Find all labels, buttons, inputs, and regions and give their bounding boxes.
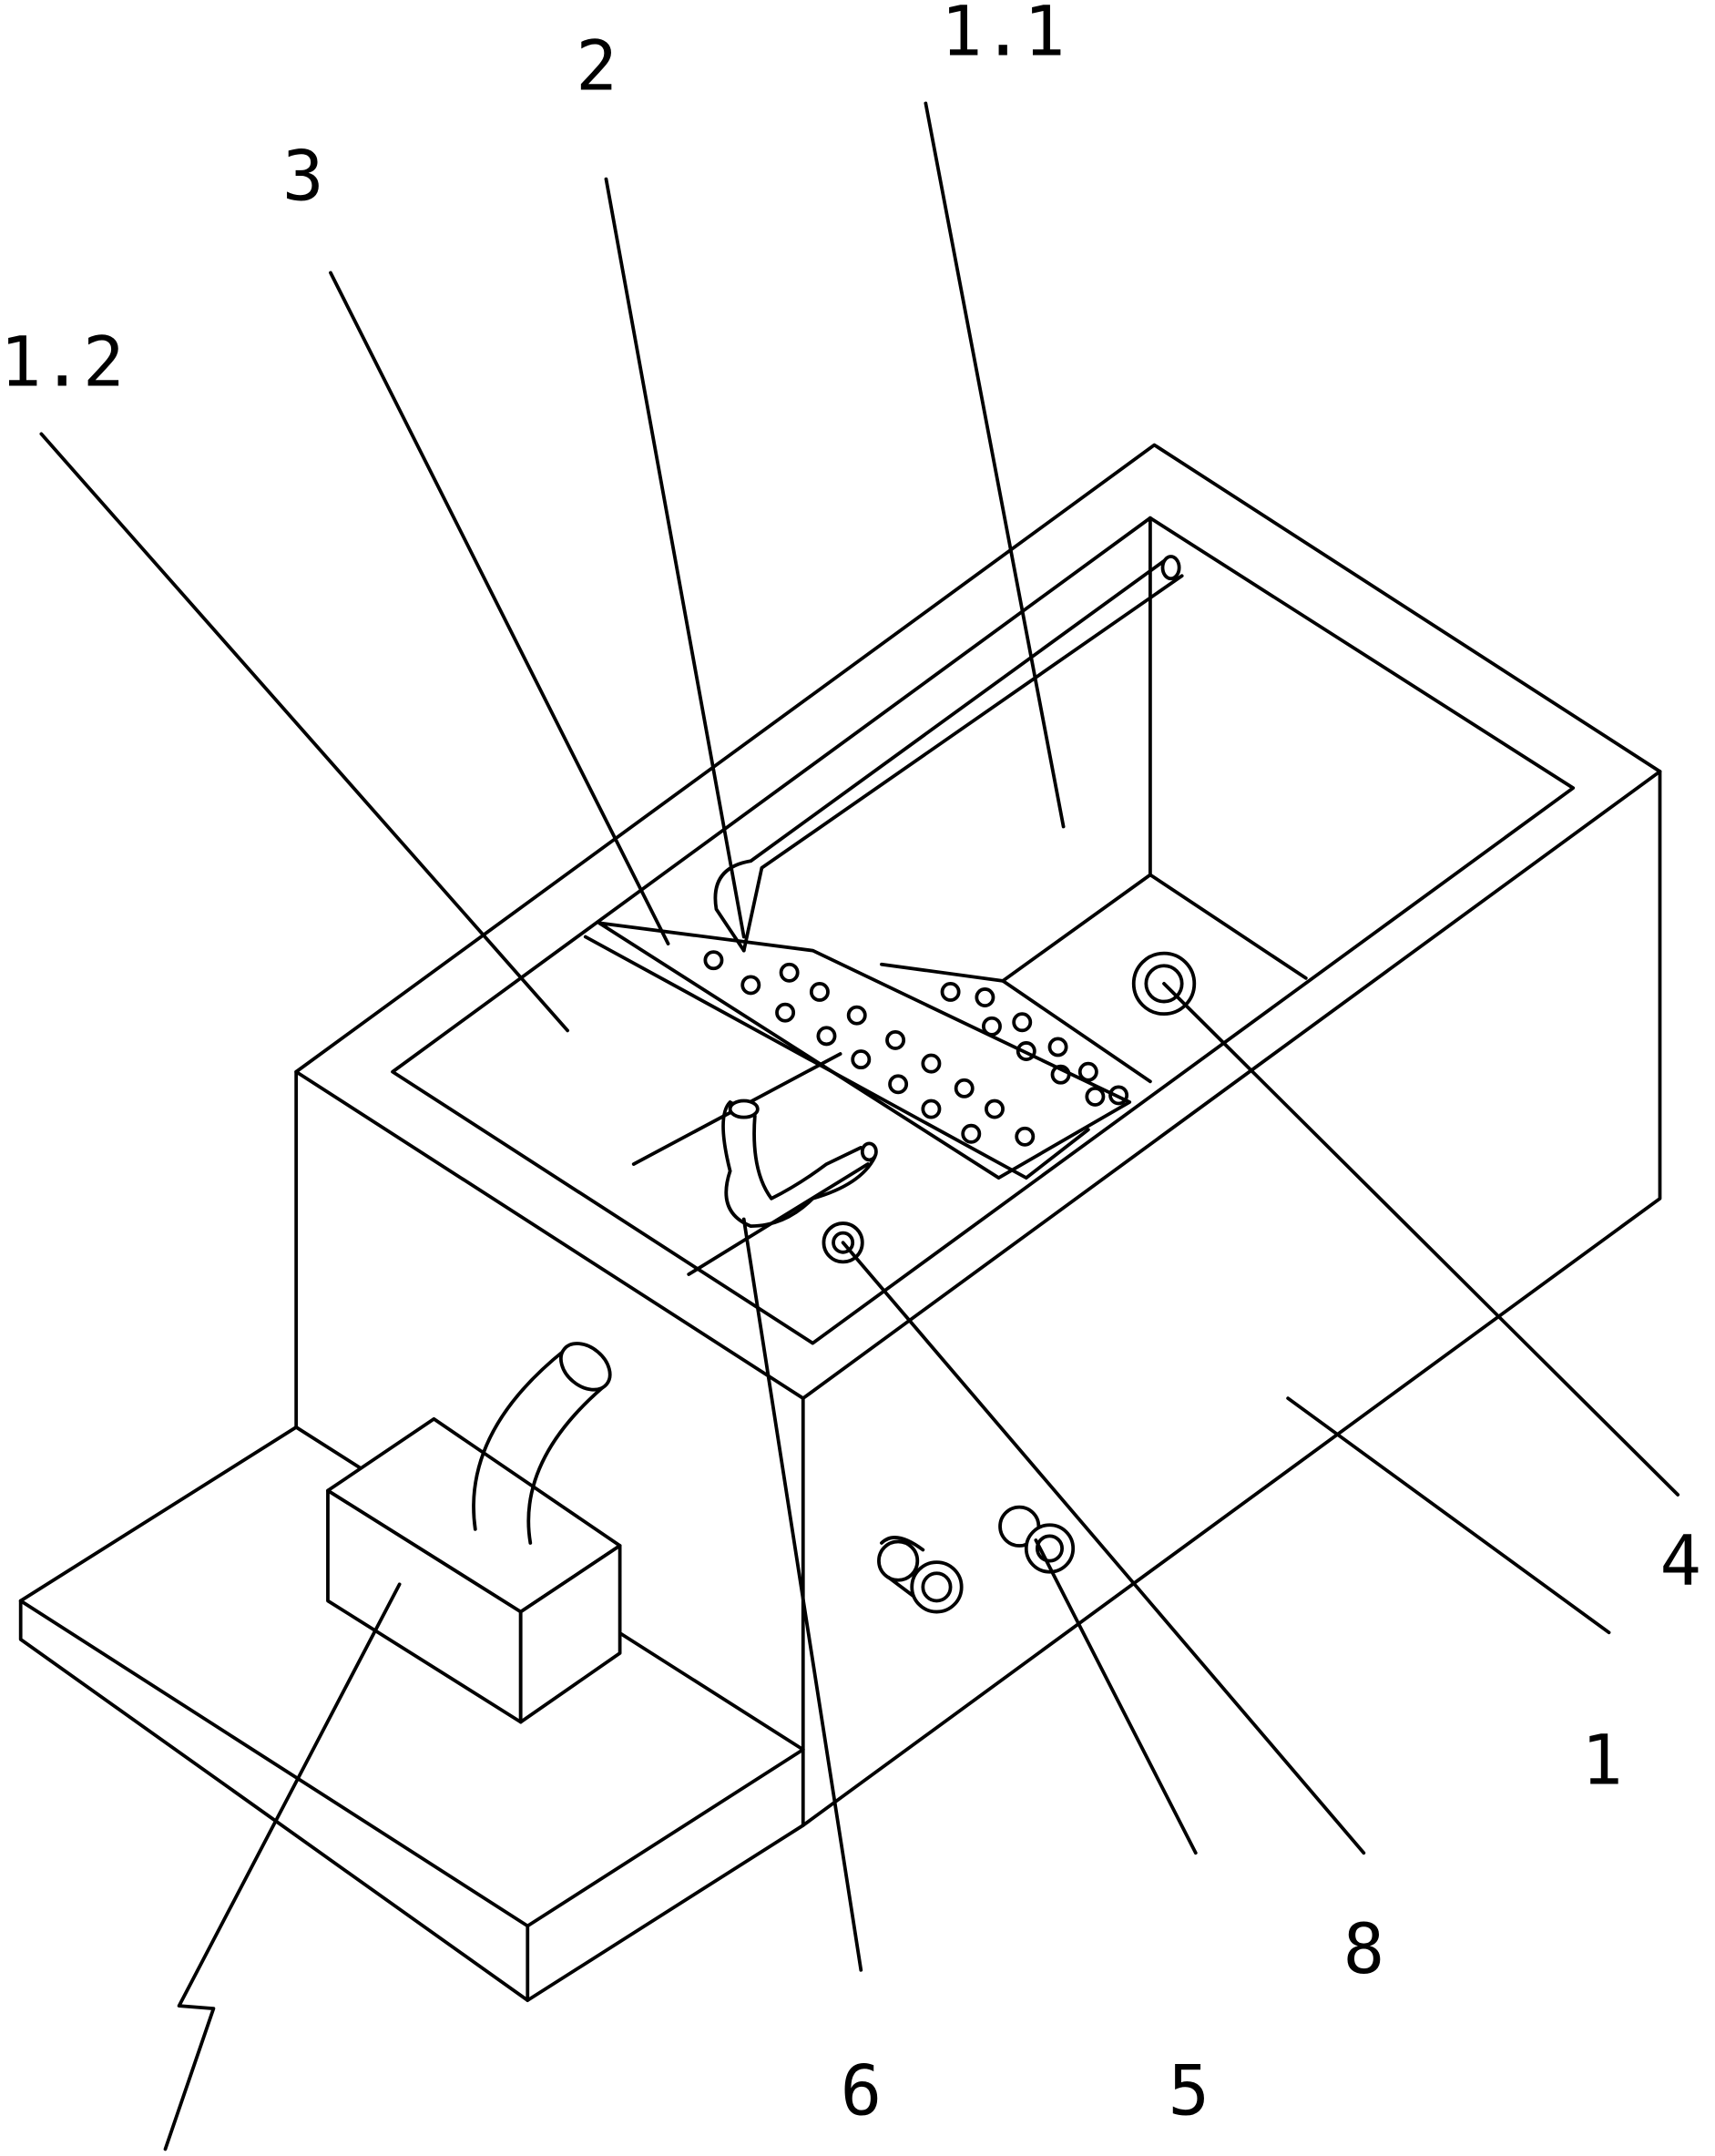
filter-plate <box>583 921 1152 1276</box>
label-4: 4 <box>1660 1520 1702 1600</box>
label-1-1: 1.1 <box>941 0 1066 72</box>
label-2: 2 <box>576 26 618 106</box>
pipe-2 <box>713 555 1184 953</box>
label-3: 3 <box>282 136 324 216</box>
port-8 <box>822 1221 864 1264</box>
nozzle-5 <box>877 1505 1076 1614</box>
leader-lines <box>39 101 1680 2151</box>
tank-body <box>294 443 1662 1827</box>
pump-box <box>326 1342 622 1724</box>
label-1-2: 1.2 <box>0 322 125 402</box>
outlet-4 <box>1131 951 1197 1017</box>
filter-holes <box>703 950 1129 1147</box>
label-6: 6 <box>841 2051 883 2131</box>
label-8: 8 <box>1343 1909 1385 1989</box>
label-1: 1 <box>1581 1721 1623 1801</box>
branch-pipe-6 <box>721 1098 878 1228</box>
label-5: 5 <box>1169 2051 1210 2131</box>
